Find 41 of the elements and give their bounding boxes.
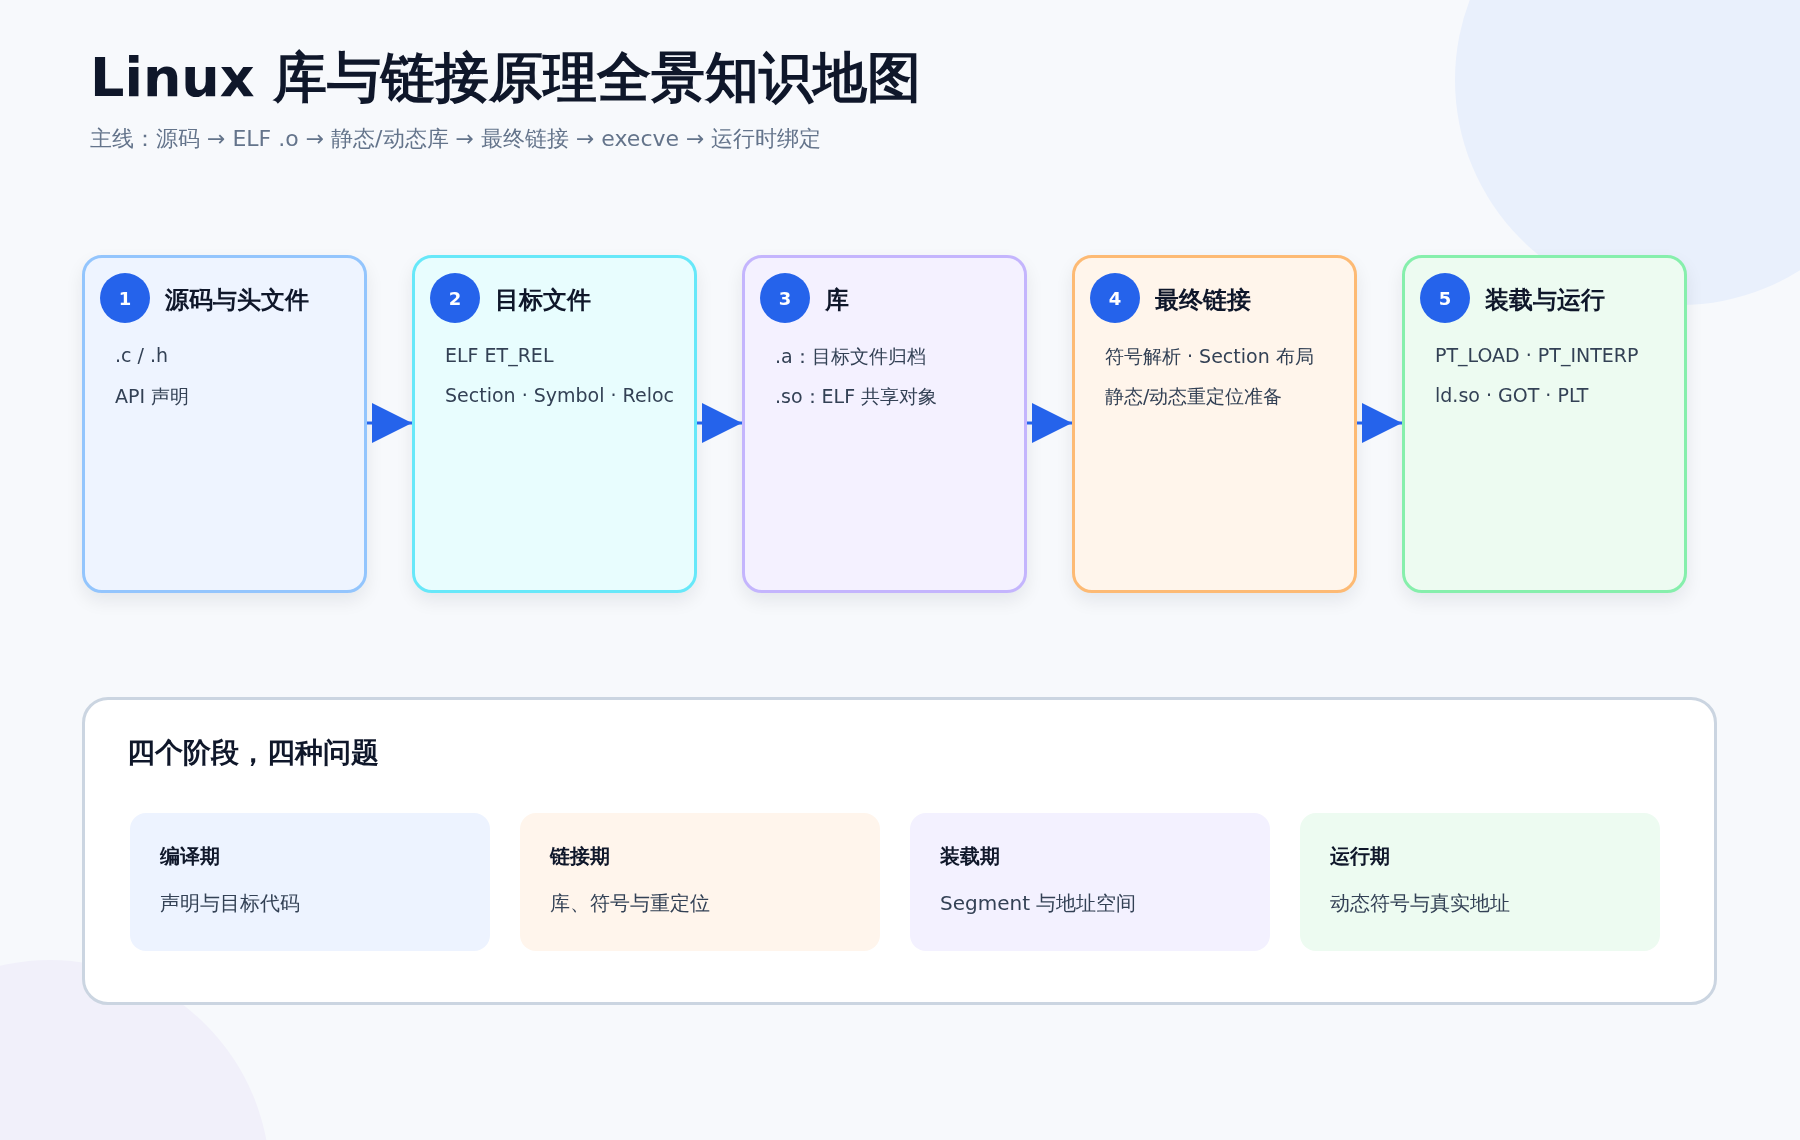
phase-title: 编译期: [160, 843, 220, 870]
step-number: 5: [1420, 273, 1470, 323]
step-number: 4: [1090, 273, 1140, 323]
card-text: 符号解析 · Section 布局: [1105, 344, 1314, 369]
card-text: PT_LOAD · PT_INTERP: [1435, 344, 1639, 366]
phase-text: 库、符号与重定位: [550, 890, 710, 917]
panel-heading: 四个阶段，四种问题: [127, 735, 379, 771]
stage-card: [742, 255, 1027, 593]
step-number: 1: [100, 273, 150, 323]
card-text: Section · Symbol · Reloc: [445, 384, 674, 406]
card-title: 库: [825, 285, 849, 316]
card-text: API 声明: [115, 384, 190, 409]
summary-panel: [82, 697, 1717, 1005]
stage-card: [82, 255, 367, 593]
stage-card: [1402, 255, 1687, 593]
card-text: ELF ET_REL: [445, 344, 554, 366]
step-number: 2: [430, 273, 480, 323]
arrow: [1357, 403, 1402, 443]
card-title: 装载与运行: [1485, 285, 1605, 316]
arrow: [1027, 403, 1072, 443]
phase-text: 声明与目标代码: [160, 890, 300, 917]
stage-card: [1072, 255, 1357, 593]
phase-text: Segment 与地址空间: [940, 890, 1137, 917]
card-text: .a：目标文件归档: [775, 344, 926, 369]
phase-title: 链接期: [550, 843, 610, 870]
card-text: 静态/动态重定位准备: [1105, 384, 1283, 409]
step-number: 3: [760, 273, 810, 323]
arrow: [697, 403, 742, 443]
card-text: .so：ELF 共享对象: [775, 384, 938, 409]
subtitle: 主线：源码 → ELF .o → 静态/动态库 → 最终链接 → execve → 运行时绑定: [90, 125, 822, 153]
card-text: .c / .h: [115, 344, 169, 366]
card-title: 目标文件: [495, 285, 591, 316]
phase-title: 装载期: [940, 843, 1000, 870]
card-title: 源码与头文件: [165, 285, 309, 316]
stage-card: [412, 255, 697, 593]
card-text: ld.so · GOT · PLT: [1435, 384, 1589, 406]
phase-text: 动态符号与真实地址: [1330, 890, 1510, 917]
card-title: 最终链接: [1155, 285, 1251, 316]
arrow: [367, 403, 412, 443]
phase-title: 运行期: [1330, 843, 1390, 870]
title: Linux 库与链接原理全景知识地图: [90, 45, 922, 111]
